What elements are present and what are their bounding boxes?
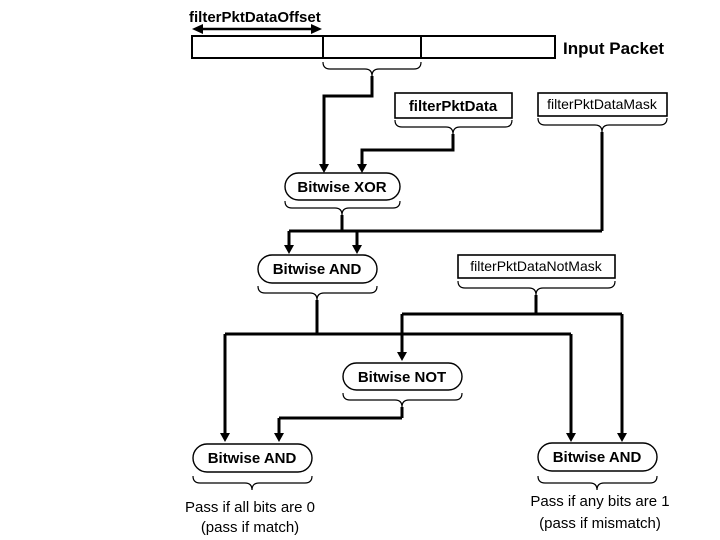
not-outline — [342, 362, 463, 391]
brace-not — [342, 392, 463, 408]
brace-xor — [284, 200, 401, 216]
not-node: Bitwise NOT — [342, 362, 463, 391]
arrowhead-down-icon — [566, 433, 576, 442]
pkt-data-box: filterPktData — [394, 92, 513, 119]
wire-xor-mask-to-and1 — [284, 132, 604, 254]
offset-label: filterPktDataOffset — [189, 9, 321, 26]
and-right-outline — [537, 442, 658, 472]
brace-pkt-data-mask — [537, 117, 668, 133]
wire-not-to-and-left — [274, 407, 404, 442]
and1-outline — [257, 254, 378, 284]
arrowhead-down-icon — [274, 433, 284, 442]
pkt-data-not-mask-label: filterPktDataNotMask — [470, 258, 602, 274]
not-label: Bitwise NOT — [358, 369, 446, 386]
arrowhead-down-icon — [397, 352, 407, 361]
pkt-data-label: filterPktData — [409, 98, 498, 115]
pkt-data-mask-outline — [537, 92, 668, 117]
xor-label: Bitwise XOR — [297, 179, 386, 196]
input-packet-rect — [191, 35, 556, 59]
brace-pkt-data-not-mask — [457, 280, 616, 296]
wire-pktdata-to-xor — [357, 134, 455, 173]
packet-outline — [191, 35, 556, 59]
result-right-line2: (pass if mismatch) — [539, 515, 661, 532]
brace-packet-segment — [322, 61, 422, 77]
arrowhead-down-icon — [357, 164, 367, 173]
wire-path — [360, 134, 455, 167]
and1-label: Bitwise AND — [273, 261, 362, 278]
wire-and1-to-bottom-ands — [220, 300, 576, 442]
and1-node: Bitwise AND — [257, 254, 378, 284]
and-left-node: Bitwise AND — [192, 443, 313, 473]
and-right-node: Bitwise AND — [537, 442, 658, 472]
brace-pkt-data — [394, 119, 513, 135]
offset-measure-arrow — [192, 24, 322, 34]
pkt-data-not-mask-box: filterPktDataNotMask — [457, 254, 616, 279]
and-left-outline — [192, 443, 313, 473]
arrowhead-down-icon — [352, 245, 362, 254]
xor-outline — [284, 172, 401, 201]
result-right-line1: Pass if any bits are 1 — [530, 493, 669, 510]
wire-notmask-to-not-and — [397, 295, 627, 442]
brace-and1 — [257, 285, 378, 301]
arrowhead-down-icon — [220, 433, 230, 442]
brace-and-left — [192, 475, 313, 491]
xor-node: Bitwise XOR — [284, 172, 401, 201]
and-left-label: Bitwise AND — [208, 450, 297, 467]
arrowhead-down-icon — [284, 245, 294, 254]
result-left-line1: Pass if all bits are 0 — [185, 499, 315, 516]
brace-and-right — [537, 475, 658, 491]
arrowhead-left-icon — [192, 24, 203, 34]
wire-segment-to-xor — [319, 76, 374, 173]
pkt-data-not-mask-outline — [457, 254, 616, 279]
result-left-caption: Pass if all bits are 0 (pass if match) — [185, 499, 315, 536]
result-left-line2: (pass if match) — [201, 519, 299, 536]
wire-path — [322, 76, 374, 167]
pkt-data-mask-box: filterPktDataMask — [537, 92, 668, 117]
arrowhead-down-icon — [319, 164, 329, 173]
result-right-caption: Pass if any bits are 1 (pass if mismatch… — [530, 493, 669, 532]
arrowhead-right-icon — [311, 24, 322, 34]
arrowhead-down-icon — [617, 433, 627, 442]
pkt-data-mask-label: filterPktDataMask — [547, 96, 658, 112]
pkt-data-outline — [394, 92, 513, 119]
input-packet-label: Input Packet — [563, 39, 664, 58]
and-right-label: Bitwise AND — [553, 449, 642, 466]
